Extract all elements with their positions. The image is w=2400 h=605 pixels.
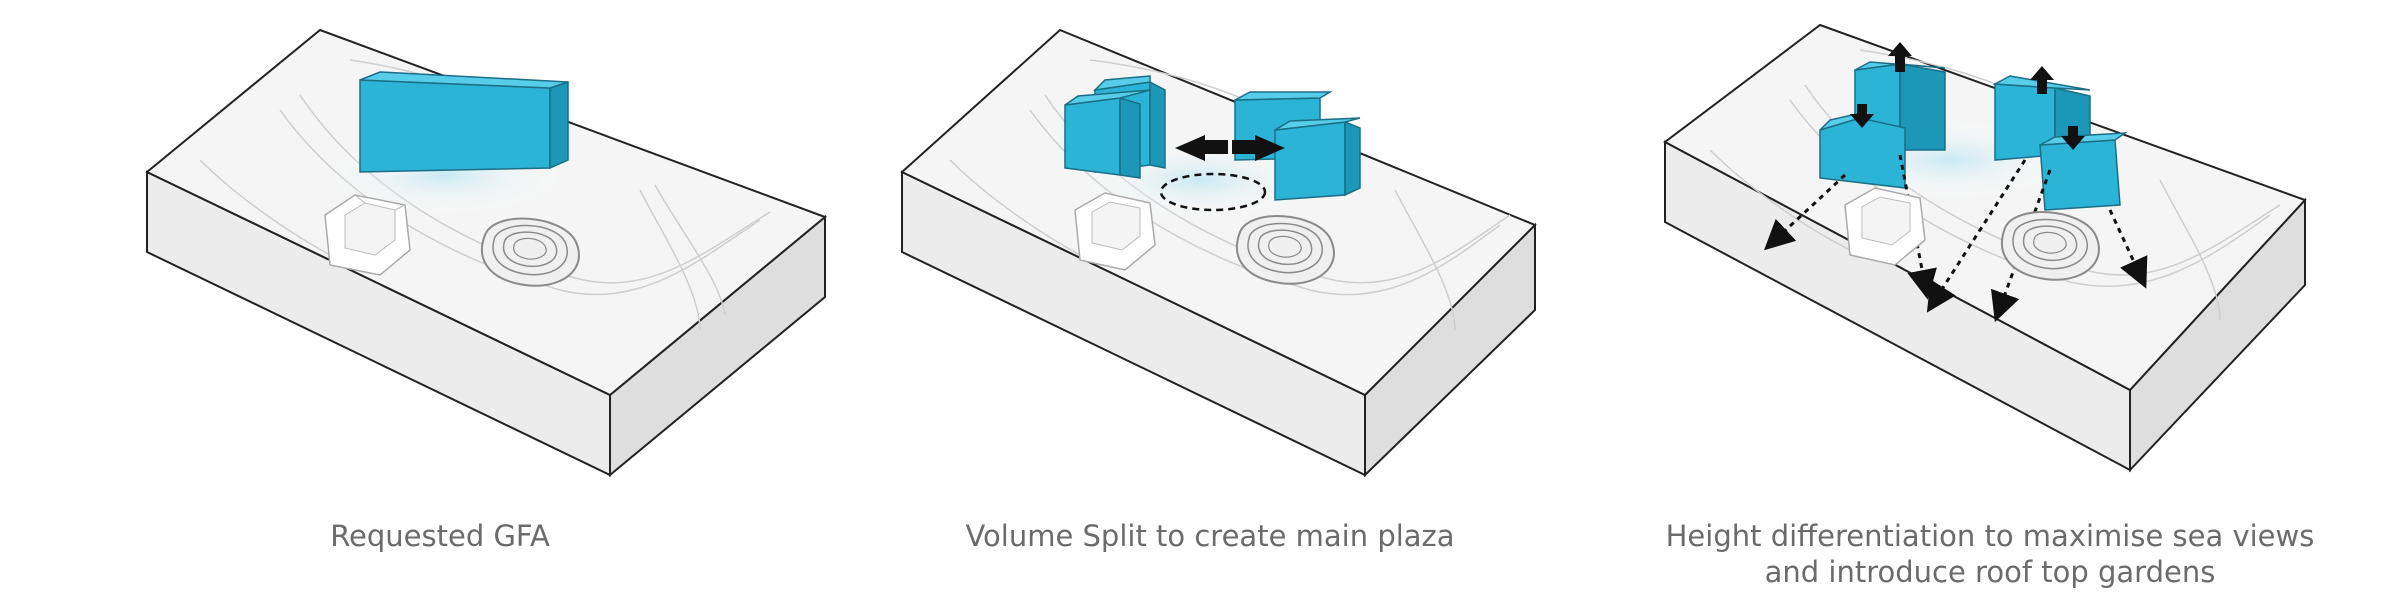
split-volume-left (1064, 75, 1166, 179)
caption-panel-3: Height differentiation to maximise sea v… (1640, 518, 2340, 590)
main-plaza-outline (1159, 172, 1267, 212)
arrow-down-icon (2061, 126, 2085, 150)
low-volume-left (1819, 110, 1906, 189)
caption-panel-2: Volume Split to create main plaza (930, 518, 1490, 554)
caption-line: Requested GFA (330, 519, 550, 553)
arrow-down-icon (1850, 104, 1874, 128)
panel-3-site-model (1663, 23, 2307, 473)
height-arrows (1850, 42, 2085, 150)
caption-panel-1: Requested GFA (200, 518, 680, 554)
caption-line: Volume Split to create main plaza (965, 519, 1455, 553)
arrow-right-icon (1232, 135, 1285, 161)
existing-stadium-building (480, 217, 580, 287)
view-arrow (1926, 159, 2027, 313)
site-slab-top (1663, 23, 2307, 392)
existing-building-white (1074, 192, 1156, 271)
existing-stadium-building (1235, 215, 1335, 285)
existing-building-white (324, 194, 411, 276)
requested-gfa-volume (359, 71, 569, 173)
arrow-left-icon (1175, 135, 1228, 161)
caption-line: Height differentiation to maximise sea v… (1665, 519, 2315, 553)
split-arrows (1175, 135, 1285, 161)
existing-stadium-building (2000, 211, 2100, 281)
arrow-up-icon (2030, 66, 2054, 94)
tall-volume-right (1992, 75, 2091, 161)
low-volume-right (2039, 132, 2128, 211)
view-arrow (1898, 154, 1937, 300)
arrow-up-icon (1888, 42, 1912, 72)
view-arrow (2108, 209, 2148, 289)
existing-building-white (1844, 187, 1926, 266)
split-volume-right (1234, 91, 1361, 201)
caption-line: and introduce roof top gardens (1764, 555, 2216, 589)
panel-2-site-model (900, 28, 1537, 478)
panel-1-site-model (145, 28, 827, 478)
